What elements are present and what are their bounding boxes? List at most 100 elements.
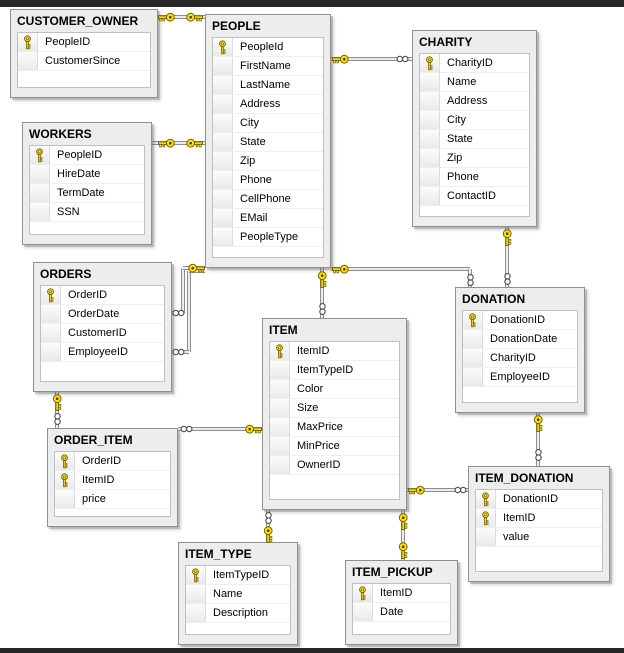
table-title[interactable]: ORDERS [40, 267, 92, 281]
field-row[interactable]: ItemID [270, 342, 399, 361]
relationship-item-item_donation-line[interactable] [407, 488, 468, 492]
table-title[interactable]: ITEM [269, 323, 298, 337]
table-title[interactable]: ORDER_ITEM [54, 433, 133, 447]
key-one-end-icon [157, 12, 175, 23]
field-row[interactable]: DonationID [463, 311, 577, 330]
field-name: Name [447, 76, 477, 88]
field-row[interactable]: Color [270, 380, 399, 399]
field-row[interactable]: OwnerID [270, 456, 399, 475]
field-row[interactable]: CellPhone [213, 190, 323, 209]
relationship-charity-donation-line[interactable] [505, 227, 509, 287]
field-name: PeopleId [240, 41, 284, 53]
field-row[interactable]: Zip [420, 149, 529, 168]
field-row[interactable]: PeopleID [18, 33, 150, 52]
row-selector-cell [476, 509, 496, 527]
table-title[interactable]: CUSTOMER_OWNER [17, 14, 139, 28]
field-row[interactable]: ItemID [55, 471, 170, 490]
field-row[interactable]: ItemID [476, 509, 602, 528]
field-row[interactable]: Phone [213, 171, 323, 190]
table-title[interactable]: CHARITY [419, 35, 473, 49]
field-row[interactable]: City [213, 114, 323, 133]
relationship-people-donation-line[interactable] [331, 267, 470, 271]
row-selector-cell [213, 57, 233, 75]
relationship-people-orders-line[interactable] [181, 268, 185, 313]
row-selector-cell [41, 286, 61, 304]
row-selector-cell [463, 368, 483, 386]
table-title[interactable]: ITEM_TYPE [185, 547, 252, 561]
table-title[interactable]: PEOPLE [212, 19, 261, 33]
row-selector-cell [30, 184, 50, 202]
field-row[interactable]: CharityID [420, 54, 529, 73]
table-title[interactable]: ITEM_DONATION [475, 471, 574, 485]
field-row[interactable]: MaxPrice [270, 418, 399, 437]
relationship-people-charity-line[interactable] [331, 57, 412, 61]
relationship-donation-item_donation-line[interactable] [536, 413, 540, 466]
field-row[interactable]: FirstName [213, 57, 323, 76]
field-row[interactable]: City [420, 111, 529, 130]
field-row[interactable]: DonationID [476, 490, 602, 509]
field-row[interactable]: Address [420, 92, 529, 111]
relationship-item-item_pickup-line[interactable] [401, 510, 405, 560]
field-row[interactable]: Date [353, 603, 450, 622]
field-row[interactable]: Address [213, 95, 323, 114]
field-row[interactable]: CharityID [463, 349, 577, 368]
field-row[interactable]: ItemTypeID [186, 566, 290, 585]
field-row[interactable]: ItemTypeID [270, 361, 399, 380]
field-row[interactable]: EmployeeID [463, 368, 577, 387]
field-row[interactable]: Name [186, 585, 290, 604]
relationship-people-orders-line[interactable] [187, 271, 191, 352]
relationship-workers-people-line[interactable] [152, 141, 205, 145]
field-row[interactable]: DonationDate [463, 330, 577, 349]
field-row[interactable]: EMail [213, 209, 323, 228]
field-name: OwnerID [297, 459, 341, 471]
table-title[interactable]: DONATION [462, 292, 526, 306]
field-row[interactable]: ItemID [353, 584, 450, 603]
field-row[interactable]: PeopleID [30, 146, 144, 165]
field-row[interactable]: Name [420, 73, 529, 92]
relationship-customer_owner-people-line[interactable] [158, 15, 205, 19]
field-row[interactable]: Description [186, 604, 290, 623]
field-row[interactable]: HireDate [30, 165, 144, 184]
relationship-item_type-item-line[interactable] [266, 510, 270, 542]
field-row[interactable]: PeopleId [213, 38, 323, 57]
relationship-item-order_item-line[interactable] [178, 427, 262, 431]
field-row[interactable]: Phone [420, 168, 529, 187]
relationship-people-orders-line[interactable] [189, 269, 205, 273]
field-row[interactable]: LastName [213, 76, 323, 95]
field-row[interactable]: TermDate [30, 184, 144, 203]
table-title[interactable]: ITEM_PICKUP [352, 565, 433, 579]
field-row[interactable]: OrderDate [41, 305, 164, 324]
field-row[interactable]: Zip [213, 152, 323, 171]
field-row[interactable]: State [420, 130, 529, 149]
primary-key-icon [425, 55, 434, 71]
field-row[interactable]: SSN [30, 203, 144, 222]
field-row[interactable]: EmployeeID [41, 343, 164, 362]
field-row[interactable]: PeopleType [213, 228, 323, 247]
field-row[interactable]: value [476, 528, 602, 547]
field-row[interactable]: CustomerSince [18, 52, 150, 71]
field-row[interactable]: price [55, 490, 170, 509]
field-row[interactable]: Size [270, 399, 399, 418]
table-title[interactable]: WORKERS [29, 127, 92, 141]
relationship-people-item-line[interactable] [320, 268, 324, 318]
field-row[interactable]: OrderID [41, 286, 164, 305]
field-row[interactable]: OrderID [55, 452, 170, 471]
field-row[interactable]: ContactID [420, 187, 529, 206]
field-row[interactable]: State [213, 133, 323, 152]
field-row[interactable]: MinPrice [270, 437, 399, 456]
field-row[interactable]: CustomerID [41, 324, 164, 343]
